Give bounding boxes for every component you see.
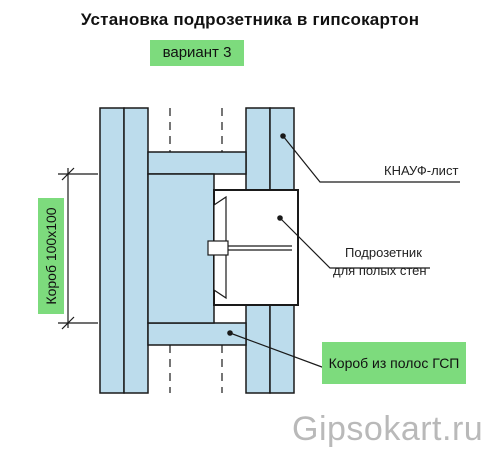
leader-lines bbox=[227, 133, 460, 371]
left-wall-board-outer bbox=[99, 107, 125, 394]
socket-box-label-line2: для полых стен bbox=[333, 263, 427, 278]
gsp-box-label: Короб из полос ГСП bbox=[322, 342, 466, 384]
socket-box-icon bbox=[207, 189, 299, 306]
site-watermark: Gipsokart.ru bbox=[292, 410, 484, 448]
box-dimension-text: Короб 100х100 bbox=[43, 207, 59, 305]
box-dimension-label: Короб 100х100 bbox=[38, 198, 64, 314]
gsp-box-back bbox=[147, 173, 215, 324]
knauf-sheet-label: КНАУФ-лист bbox=[384, 163, 459, 178]
page-title: Установка подрозетника в гипсокартон bbox=[80, 10, 420, 29]
left-wall-board-inner bbox=[123, 107, 149, 394]
dimension-line bbox=[58, 167, 98, 330]
socket-box-label-line1: Подрозетник bbox=[345, 245, 422, 260]
cavity-lines bbox=[169, 108, 223, 393]
variant-badge: вариант 3 bbox=[150, 40, 244, 66]
gsp-box-top-strip bbox=[147, 151, 247, 175]
